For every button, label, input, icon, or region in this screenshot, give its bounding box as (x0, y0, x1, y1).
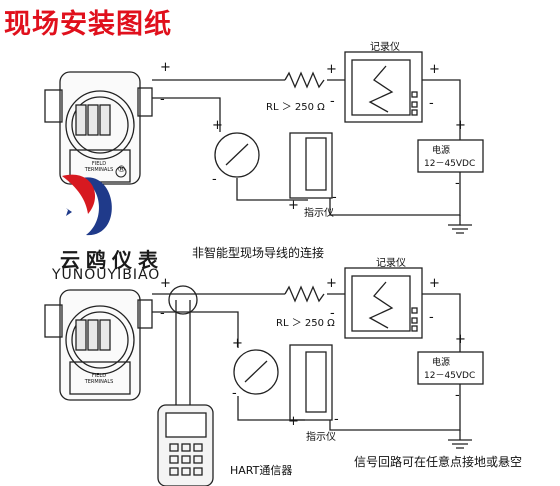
minus-sign: - (160, 92, 165, 107)
plus-sign: + (429, 276, 440, 291)
brand-name-en: YUNOUYIBIAO (52, 267, 161, 283)
minus-sign: - (429, 310, 434, 325)
minus-sign: - (330, 94, 335, 109)
power-name-top: 电源 (432, 146, 451, 156)
load-resistor-label-top: RL ＞ 250 Ω (266, 102, 325, 113)
page-title: 现场安装图纸 (4, 9, 172, 40)
hart-communicator-label: HART通信器 (230, 464, 293, 477)
plus-sign: + (160, 60, 171, 75)
field-terminals-top: FIELD TERMINALS (84, 161, 114, 173)
plus-sign: + (455, 332, 466, 347)
caption-non-smart: 非智能型现场导线的连接 (192, 246, 325, 260)
minus-sign: - (212, 172, 217, 187)
plus-sign: + (212, 118, 223, 133)
minus-sign: - (455, 176, 460, 191)
brand-name-cn: 云鸥仪表 (60, 248, 164, 272)
minus-sign: - (160, 306, 165, 321)
brand-logo (62, 166, 127, 236)
plus-sign: + (326, 276, 337, 291)
plus-sign: + (429, 62, 440, 77)
minus-sign: - (332, 190, 337, 205)
recorder-label-bottom: 记录仪 (376, 258, 406, 269)
load-resistor-label-bottom: RL ＞ 250 Ω (276, 318, 335, 329)
plus-sign: + (160, 276, 171, 291)
minus-sign: - (334, 412, 339, 427)
grounding-note: 信号回路可在任意点接地或悬空 (354, 455, 523, 469)
plus-sign: + (288, 414, 299, 429)
plus-sign: + (288, 198, 299, 213)
plus-sign: + (326, 62, 337, 77)
recorder-label-top: 记录仪 (370, 42, 400, 53)
plus-sign: + (232, 336, 243, 351)
minus-sign: - (232, 386, 237, 401)
power-volt-top: 12－45VDC (424, 159, 476, 169)
minus-sign: - (330, 306, 335, 321)
power-name-bottom: 电源 (432, 358, 451, 368)
transmitter-top (44, 71, 153, 185)
plus-sign: + (455, 118, 466, 133)
indicator-label-bottom: 指示仪 (306, 432, 336, 443)
minus-sign: - (429, 96, 434, 111)
registered-mark: ® (117, 165, 126, 175)
transmitter-bottom (44, 289, 153, 401)
hart-communicator (157, 404, 214, 486)
minus-sign: - (455, 388, 460, 403)
power-volt-bottom: 12－45VDC (424, 371, 476, 381)
field-terminals-bottom: FIELD TERMINALS (84, 373, 114, 385)
indicator-label-top: 指示仪 (304, 208, 334, 219)
